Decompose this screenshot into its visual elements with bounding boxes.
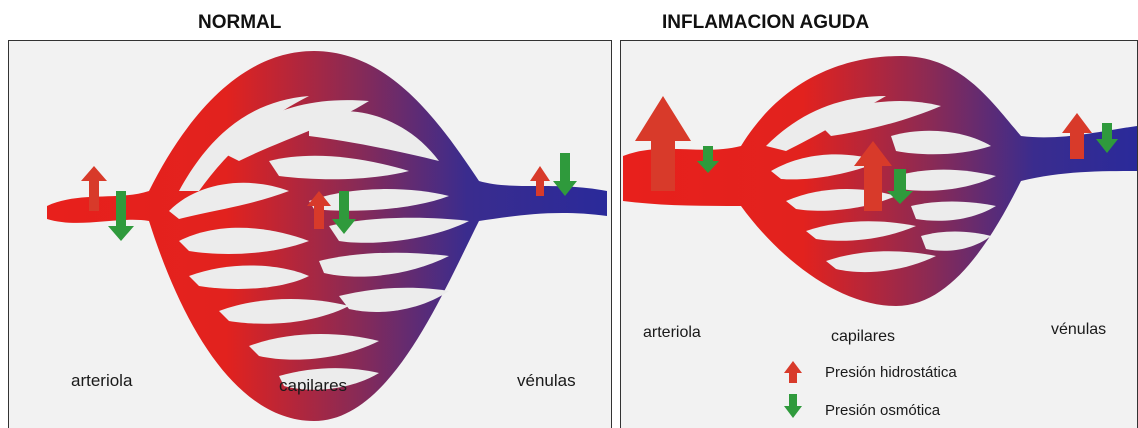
label-arteriola: arteriola — [643, 324, 701, 342]
normal-vessel-diagram — [9, 41, 612, 428]
panel-title-normal: NORMAL — [198, 12, 281, 34]
label-venulas: vénulas — [1051, 321, 1106, 339]
label-arteriola: arteriola — [71, 371, 132, 391]
vessel-network — [47, 51, 607, 421]
panel-title-aguda: INFLAMACION AGUDA — [662, 12, 869, 34]
legend-osmotic-label: Presión osmótica — [825, 402, 940, 419]
label-venulas: vénulas — [517, 371, 576, 391]
normal-panel: arteriola capilares vénulas — [8, 40, 612, 428]
legend-hydrostatic-label: Presión hidrostática — [825, 364, 957, 381]
legend-hydrostatic-arrow-icon — [784, 361, 802, 383]
label-capilares: capilares — [279, 376, 347, 396]
aguda-panel: arteriola capilares vénulas Presión hidr… — [620, 40, 1138, 428]
legend-arrows — [784, 361, 802, 418]
label-capilares: capilares — [831, 328, 895, 346]
legend-osmotic-arrow-icon — [784, 394, 802, 418]
